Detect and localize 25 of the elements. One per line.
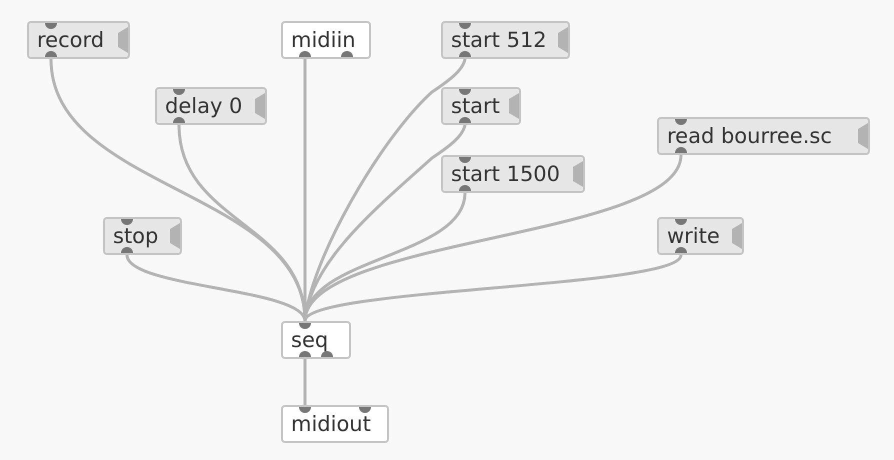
box-text: start 1500 bbox=[450, 164, 560, 184]
box-text: delay 0 bbox=[164, 96, 242, 116]
message-box bbox=[441, 87, 521, 125]
box-text: start bbox=[450, 96, 500, 116]
patch-cord bbox=[126, 254, 306, 322]
box-text: read bourree.sc bbox=[666, 126, 832, 146]
box-text: write bbox=[666, 226, 720, 246]
box-text: seq bbox=[290, 330, 328, 350]
message-box bbox=[657, 117, 870, 155]
box-text: midiin bbox=[290, 30, 356, 50]
message-box bbox=[441, 155, 585, 193]
message-box bbox=[441, 21, 570, 59]
message-box bbox=[103, 217, 182, 255]
box-text: midiout bbox=[290, 414, 371, 434]
box-text: start 512 bbox=[450, 30, 547, 50]
message-box bbox=[657, 217, 744, 255]
object-box bbox=[281, 21, 371, 59]
message-box bbox=[27, 21, 130, 59]
box-text: record bbox=[36, 30, 104, 50]
object-box bbox=[281, 405, 389, 443]
object-box bbox=[281, 321, 351, 359]
box-text: stop bbox=[112, 226, 158, 246]
patch-cord bbox=[304, 254, 682, 322]
patch-cord bbox=[304, 359, 306, 405]
message-box bbox=[155, 87, 267, 125]
